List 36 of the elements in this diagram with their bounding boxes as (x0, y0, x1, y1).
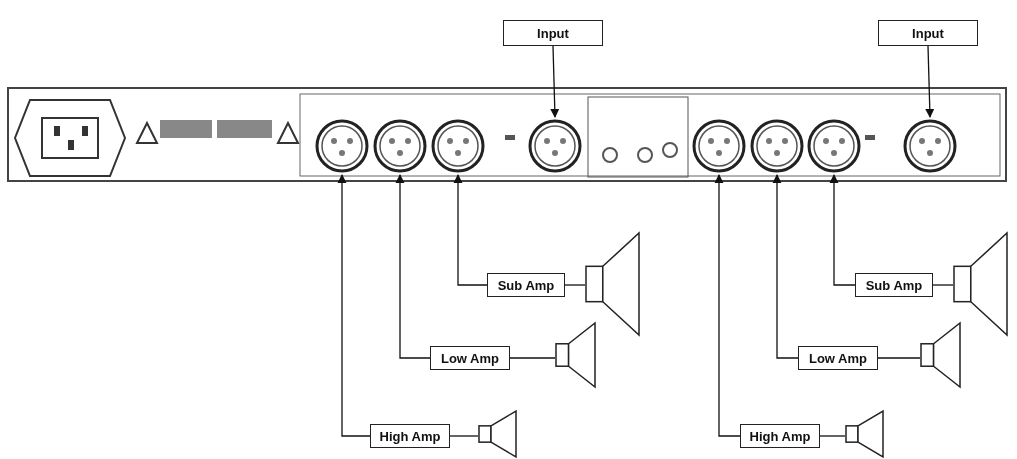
connector-line (509, 357, 556, 359)
arrow (829, 174, 856, 286)
arrow (453, 174, 488, 286)
speaker-icon (920, 322, 962, 388)
xlr-connector (430, 118, 486, 174)
xlr-connector (806, 118, 862, 174)
speaker-icon (845, 410, 885, 458)
connector-line (564, 284, 586, 286)
xlr-connector (314, 118, 370, 174)
connector-line (449, 435, 479, 437)
arrow (337, 174, 371, 437)
connector-line (877, 357, 921, 359)
xlr-connector (372, 118, 428, 174)
label-box: Sub Amp (487, 273, 565, 297)
label-box: High Amp (740, 424, 820, 448)
label-box: High Amp (370, 424, 450, 448)
arrow (550, 45, 560, 118)
xlr-connector (691, 118, 747, 174)
arrow (395, 174, 431, 359)
xlr-connector (902, 118, 958, 174)
speaker-icon (478, 410, 518, 458)
xlr-connector (749, 118, 805, 174)
speaker-icon (585, 232, 641, 336)
arrow (714, 174, 741, 437)
arrow (772, 174, 799, 359)
label-box: Low Amp (798, 346, 878, 370)
label-box: Low Amp (430, 346, 510, 370)
speaker-icon (555, 322, 597, 388)
arrow (925, 45, 935, 118)
label-box: Input (503, 20, 603, 46)
label-box: Sub Amp (855, 273, 933, 297)
connector-line (819, 435, 846, 437)
connector-line (932, 284, 954, 286)
xlr-connector (527, 118, 583, 174)
label-box: Input (878, 20, 978, 46)
speaker-icon (953, 232, 1009, 336)
